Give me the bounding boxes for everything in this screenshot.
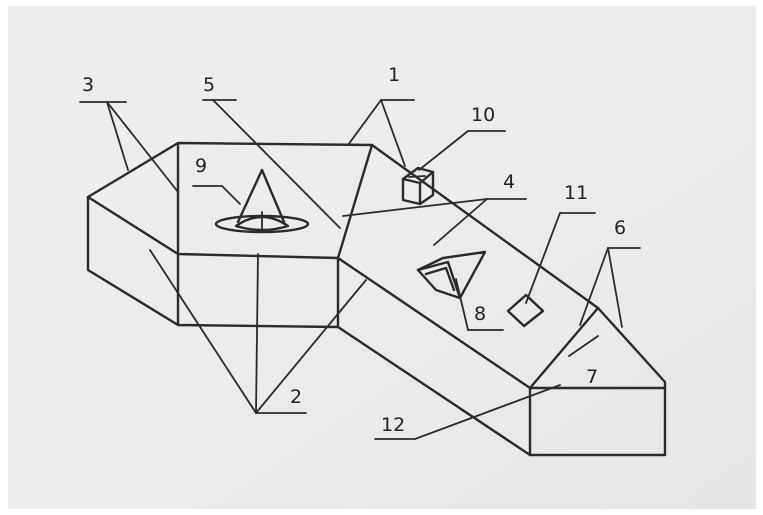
label-8: 8: [474, 303, 486, 325]
prism-inner-edge: [416, 260, 462, 300]
label-7: 7: [586, 366, 598, 388]
label-3: 3: [82, 74, 94, 96]
feature-9-cone-with-lens: [214, 168, 310, 234]
lens-shape: [234, 215, 290, 232]
cone-sides: [236, 168, 286, 224]
bar-lower-edge: [336, 256, 532, 390]
diamond-outline: [506, 293, 545, 328]
label-12: 12: [381, 414, 405, 436]
body-outline: [86, 141, 667, 457]
label-10: 10: [471, 104, 495, 126]
bar-bottom-edge: [336, 325, 532, 457]
prism-inner-detail: [424, 266, 456, 292]
left-block-top-face: [86, 141, 374, 260]
feature-10-small-cube: [401, 166, 435, 206]
callout-labels: 3 1 5 10 9 4 11 6 7 8 2 12: [82, 64, 626, 436]
label-2: 2: [290, 386, 302, 408]
label-6: 6: [614, 217, 626, 239]
paper-background: [8, 6, 756, 509]
feature-11-diamond: [506, 293, 545, 328]
label-11: 11: [564, 182, 588, 204]
bar-top-edge: [370, 143, 600, 310]
left-block-bottom-edge: [86, 195, 340, 329]
right-end-block: [528, 306, 667, 457]
leader-lines: [79, 99, 641, 440]
cube-top-detail: [408, 175, 426, 178]
prism-outline: [416, 250, 487, 300]
cube-outline: [401, 166, 435, 206]
label-9: 9: [195, 155, 207, 177]
label-5: 5: [203, 74, 215, 96]
label-4: 4: [503, 171, 515, 193]
feature-8-prism: [416, 250, 487, 300]
label-1: 1: [388, 64, 400, 86]
